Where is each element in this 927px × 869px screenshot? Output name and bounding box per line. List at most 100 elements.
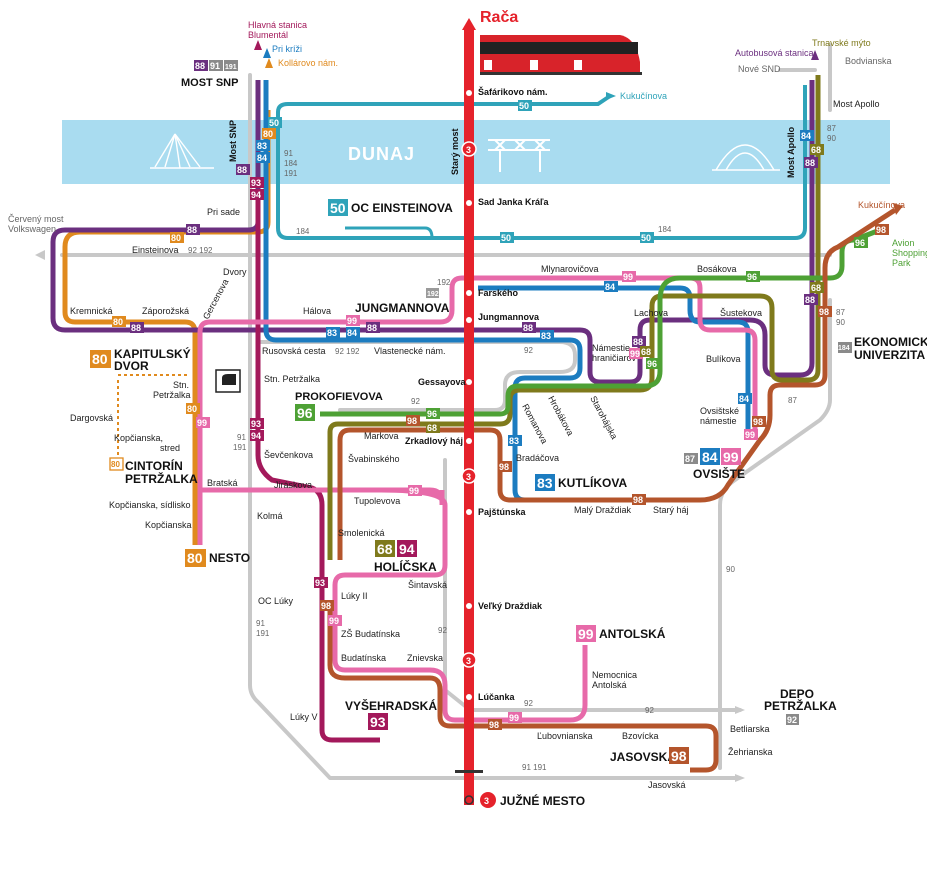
kutlikova-badge bbox=[535, 474, 555, 491]
svg-text:88: 88 bbox=[633, 337, 643, 347]
cintorin-badge bbox=[109, 457, 124, 471]
stop-stn-petrzalka-right: Stn. Petržalka bbox=[264, 374, 320, 384]
svg-text:50: 50 bbox=[641, 233, 651, 243]
ekonomicka-badge-184-label: 184 bbox=[838, 345, 850, 352]
river-label: DUNAJ bbox=[348, 144, 415, 164]
dest-kukucinova-right: Kukučínova bbox=[858, 200, 905, 210]
svg-text:98: 98 bbox=[819, 307, 829, 317]
stop-luky-5: Lúky V bbox=[290, 712, 318, 722]
label-91-oc-luky: 91 bbox=[256, 619, 265, 628]
line-99-holicska bbox=[332, 487, 588, 723]
stop-pri-sade: Pri sade bbox=[207, 207, 240, 217]
svg-text:3: 3 bbox=[466, 472, 471, 482]
svg-text:68: 68 bbox=[811, 145, 821, 155]
stop-maly-drazdiak: Malý Draždiak bbox=[574, 505, 632, 515]
svg-text:98: 98 bbox=[407, 416, 417, 426]
svg-text:98: 98 bbox=[321, 601, 331, 611]
stop-sustekova: Šustekova bbox=[720, 308, 762, 318]
stop-betliarska: Betliarska bbox=[730, 724, 770, 734]
terminal-kutlikova: KUTLÍKOVA bbox=[558, 475, 627, 490]
line-88-route bbox=[50, 80, 815, 385]
stop-sevcenkova: Ševčenkova bbox=[264, 450, 313, 460]
stop-farskeho: Farského bbox=[478, 288, 519, 298]
ovciste-badge-84 bbox=[700, 448, 720, 465]
terminal-most-snp: MOST SNP bbox=[181, 77, 238, 89]
stop-kolma: Kolmá bbox=[257, 511, 283, 521]
dest-shopping: Shopping bbox=[892, 248, 927, 258]
stop-jiraskova: Jiráskova bbox=[274, 480, 312, 490]
tram-icon bbox=[480, 35, 642, 75]
holicska-badge-68-label: 68 bbox=[377, 541, 393, 557]
stop-namestie-hranicarov-b: hraničiarov bbox=[592, 353, 637, 363]
label-184: 184 bbox=[284, 159, 298, 168]
label-92-lucanka: 92 bbox=[524, 699, 533, 708]
arrow-east-depo-icon bbox=[735, 706, 745, 714]
svg-text:99: 99 bbox=[409, 486, 419, 496]
holicska-badge-68 bbox=[375, 540, 395, 557]
stop-zehrianska: Žehrianska bbox=[728, 747, 773, 757]
nesto-badge-label: 80 bbox=[187, 550, 203, 566]
stop-lachova: Lachova bbox=[634, 308, 668, 318]
terminal-jasovska: JASOVSKÁ bbox=[610, 749, 676, 764]
terminal-vysehradska: VYŠEHRADSKÁ bbox=[345, 698, 437, 713]
svg-text:3: 3 bbox=[466, 656, 471, 666]
svg-text:91: 91 bbox=[210, 61, 220, 71]
label-90-mid: 90 bbox=[836, 318, 845, 327]
label-191: 191 bbox=[284, 169, 298, 178]
bridge-most-apollo-label: Most Apollo bbox=[786, 126, 796, 178]
arrow-north-orange-icon bbox=[265, 58, 273, 68]
stop-kopcianska-stred-b: stred bbox=[160, 443, 180, 453]
bridge-most-snp-label: Most SNP bbox=[228, 120, 238, 162]
terminal-ekonomicka: EKONOMICKÁ bbox=[854, 334, 927, 349]
line-3-north-arrow bbox=[462, 18, 476, 30]
terminal-oc-einsteinova: OC EINSTEINOVA bbox=[351, 201, 453, 215]
most-snp-badges: 88 91 191 bbox=[194, 60, 238, 71]
svg-text:50: 50 bbox=[501, 233, 511, 243]
label-87-top: 87 bbox=[827, 124, 836, 133]
svg-text:80: 80 bbox=[263, 129, 273, 139]
svg-text:99: 99 bbox=[347, 316, 357, 326]
arrow-ne-right-icon bbox=[893, 203, 903, 215]
stop-sintavska: Šintavská bbox=[408, 580, 447, 590]
line-99-route bbox=[197, 275, 758, 545]
label-90-low: 90 bbox=[726, 565, 735, 574]
stop-kopcianska-sidlisko: Kopčianska, sídlisko bbox=[109, 500, 191, 510]
label-92-192-rusovska: 92 192 bbox=[335, 347, 360, 356]
terminal-depo-petrzalka: PETRŽALKA bbox=[764, 698, 837, 713]
stop-nemocnica-a: Nemocnica bbox=[592, 670, 637, 680]
arrow-east-kukucinova-icon bbox=[606, 92, 616, 100]
stop-budatinska: Budatínska bbox=[341, 653, 386, 663]
svg-text:88: 88 bbox=[523, 323, 533, 333]
terminal-prokofievova: PROKOFIEVOVA bbox=[295, 391, 383, 403]
line-50-einsteinova-loop bbox=[345, 226, 434, 239]
svg-text:96: 96 bbox=[647, 359, 657, 369]
svg-text:88: 88 bbox=[805, 295, 815, 305]
svg-text:83: 83 bbox=[327, 328, 337, 338]
train-glyph-icon bbox=[222, 374, 236, 385]
ovciste-badge-87-label: 87 bbox=[685, 454, 695, 464]
stop-safarikovo: Šafárikovo nám. bbox=[478, 86, 548, 97]
vysehradska-badge bbox=[368, 713, 388, 730]
depo-badge-92 bbox=[786, 714, 799, 725]
bridge-snp-icon bbox=[150, 133, 214, 169]
stop-bosakova: Bosákova bbox=[697, 264, 737, 274]
dest-park: Park bbox=[892, 258, 911, 268]
svg-text:98: 98 bbox=[876, 225, 886, 235]
stop-znievska: Znievska bbox=[407, 653, 443, 663]
terminal-antolska: ANTOLSKÁ bbox=[599, 626, 666, 641]
stop-dargovska: Dargovská bbox=[70, 413, 113, 423]
stop-halova: Hálova bbox=[303, 306, 331, 316]
stop-pajstunska: Pajštúnska bbox=[478, 507, 527, 517]
label-91-191-bottom: 91 191 bbox=[522, 763, 547, 772]
line-3-badges: 3 3 3 3 bbox=[461, 141, 496, 808]
bridge-stary-most-label: Starý most bbox=[450, 128, 460, 175]
svg-text:96: 96 bbox=[747, 272, 757, 282]
terminal-nesto: NESTO bbox=[209, 551, 250, 565]
stop-bzovicka: Bzovícka bbox=[622, 731, 659, 741]
dest-pri-krizi: Pri kríži bbox=[272, 44, 302, 54]
stop-gercenova: Gercenova bbox=[201, 277, 231, 321]
label-87-low: 87 bbox=[788, 396, 797, 405]
arrow-north-blue-icon bbox=[263, 48, 271, 58]
nesto-badge bbox=[185, 549, 206, 567]
arrow-east-bottom-icon bbox=[735, 774, 745, 782]
